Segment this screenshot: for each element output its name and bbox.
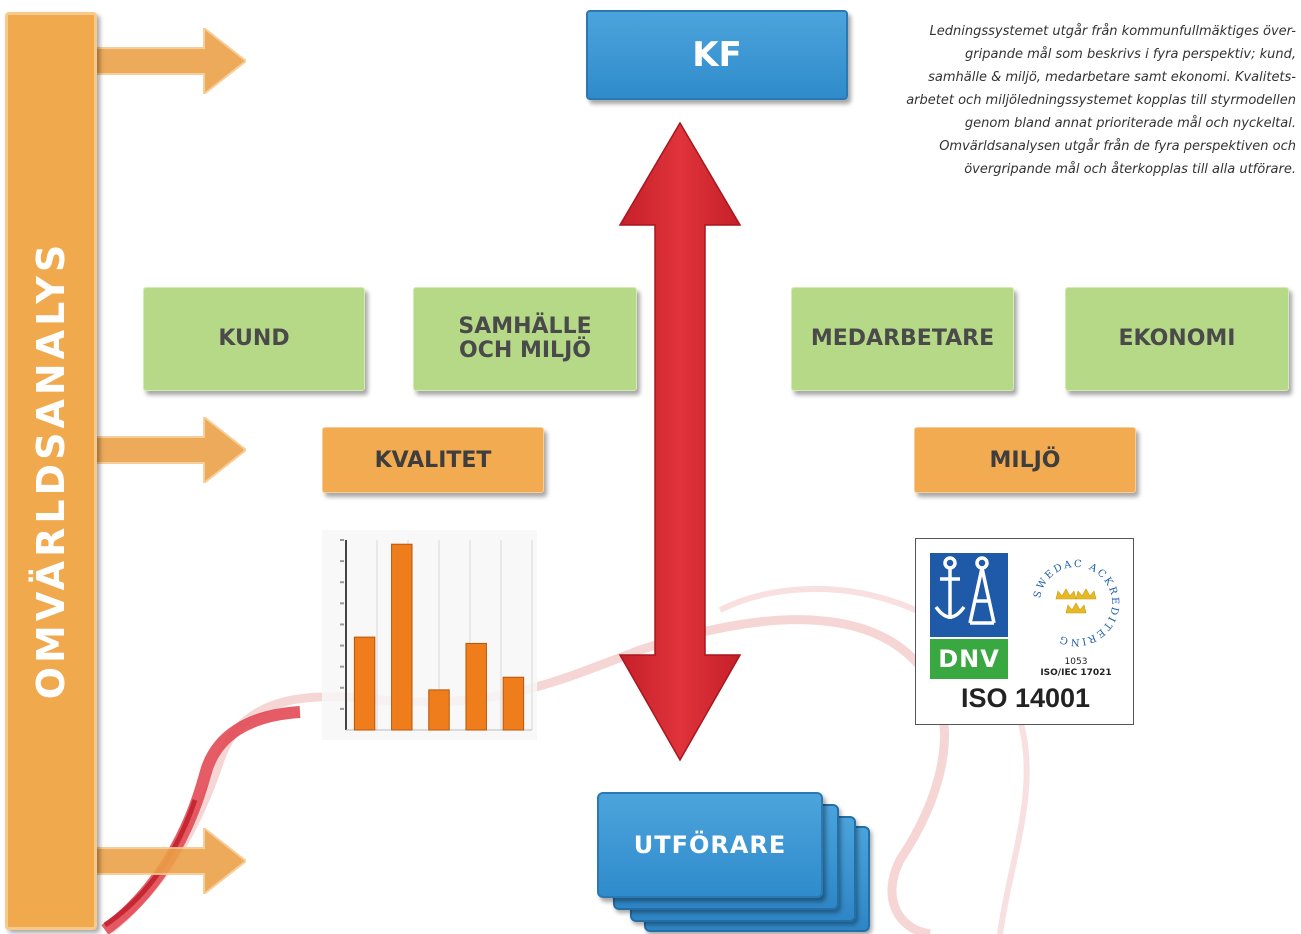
miljo-label: MILJÖ xyxy=(989,447,1061,473)
chart-bar xyxy=(391,543,413,731)
dnv-emblem xyxy=(930,553,1008,637)
dnv-wordmark: DNV xyxy=(930,639,1008,679)
samhalle-miljo-box: SAMHÄLLE OCH MILJÖ xyxy=(413,287,637,391)
description-line: samhälle & miljö, medarbetare samt ekono… xyxy=(928,70,1296,85)
chart-bar xyxy=(353,636,376,731)
description-line: Ledningssystemet utgår från kommunfullmä… xyxy=(929,24,1296,39)
iso-label: ISO 14001 xyxy=(960,683,1091,713)
anchor-icon xyxy=(934,556,996,625)
crowns-icon xyxy=(1055,588,1097,614)
samhalle-label-line1: SAMHÄLLE xyxy=(458,314,592,339)
mini-bar-chart xyxy=(322,530,537,740)
chart-bar xyxy=(428,689,450,731)
swedac-seal: SWEDAC ACKREDITERING xyxy=(1032,559,1118,647)
chart-bar xyxy=(502,676,525,731)
chart-bars xyxy=(353,543,525,731)
kvalitet-label: KVALITET xyxy=(374,447,492,473)
kf-label: KF xyxy=(692,35,742,75)
description-text: Ledningssystemet utgår från kommunfullmä… xyxy=(868,20,1296,181)
dnv-logo: DNV xyxy=(930,553,1008,679)
swedac-number: 1053 xyxy=(1064,657,1088,667)
description-line: genom bland annat prioriterade mål och n… xyxy=(964,116,1296,131)
swedac-standard: ISO/IEC 17021 xyxy=(1040,668,1112,678)
omvarldsanalys-bar xyxy=(5,12,97,930)
medarbetare-label: MEDARBETARE xyxy=(810,326,995,351)
description-line: övergripande mål och återkopplas till al… xyxy=(964,162,1296,177)
kf-box: KF xyxy=(586,10,848,100)
description-line: Omvärldsanalysen utgår från de fyra pers… xyxy=(939,139,1296,154)
description-line: arbetet och miljöledningssystemet koppla… xyxy=(906,93,1296,108)
description-line: gripande mål som beskrivs i fyra perspek… xyxy=(965,47,1296,62)
medarbetare-box: MEDARBETARE xyxy=(791,287,1014,391)
miljo-box: MILJÖ xyxy=(914,427,1136,493)
samhalle-label-line2: OCH MILJÖ xyxy=(459,338,591,363)
kvalitet-box: KVALITET xyxy=(322,427,544,493)
ekonomi-label: EKONOMI xyxy=(1118,326,1236,351)
iso-certificate: DNV SWEDAC ACKREDITERING 1053 ISO/IEC 17… xyxy=(915,538,1134,725)
kund-box: KUND xyxy=(143,287,365,391)
ekonomi-box: EKONOMI xyxy=(1065,287,1289,391)
chart-bar xyxy=(465,642,487,731)
utforare-box: UTFÖRARE xyxy=(597,792,823,898)
kund-label: KUND xyxy=(218,326,290,351)
omvarldsanalys-label: OMVÄRLDSANALYS xyxy=(29,240,73,700)
double-arrow-icon xyxy=(618,121,742,762)
utforare-label: UTFÖRARE xyxy=(633,831,787,859)
